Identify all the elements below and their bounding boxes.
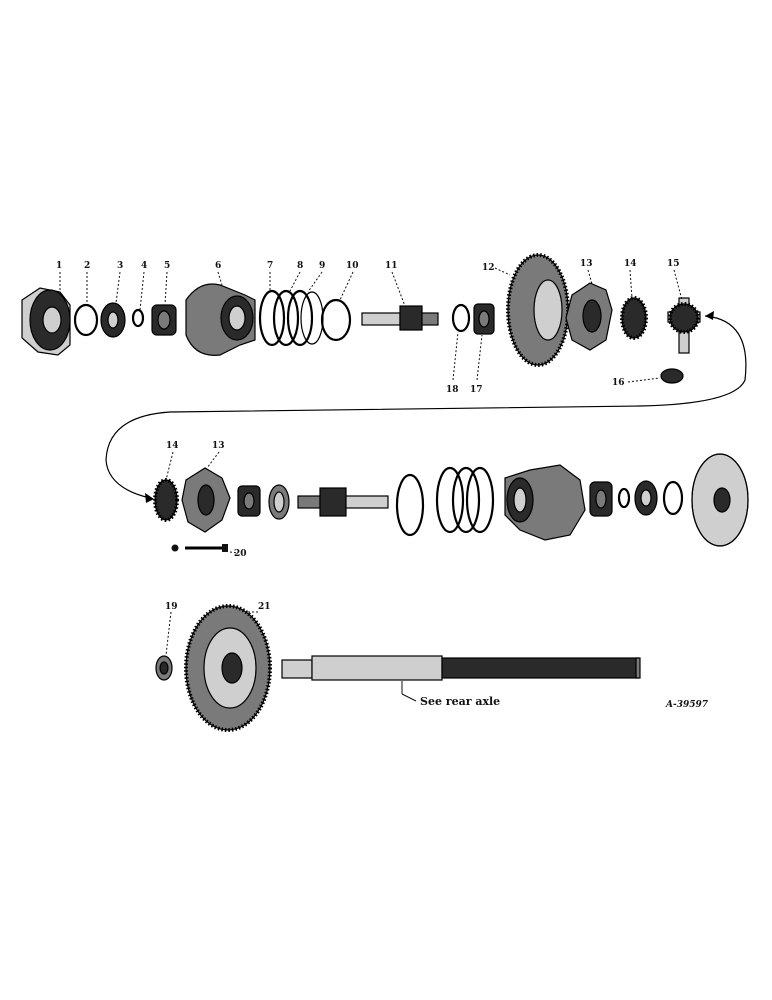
part-14-side-gear-bottom <box>153 478 179 522</box>
part-16-pinion <box>660 368 684 384</box>
part-13-case-bottom <box>181 467 231 533</box>
seal <box>634 480 658 516</box>
callout-5: 5 <box>164 261 170 271</box>
connector-curve <box>105 315 747 499</box>
snap-ring <box>662 480 684 516</box>
part-14-side-gear-top <box>620 296 648 340</box>
callout-21: 21 <box>258 602 271 612</box>
part-13-case-top <box>565 282 613 351</box>
callout-2: 2 <box>84 261 90 271</box>
part-20-bolt <box>171 544 228 552</box>
drawing-number: A-39597 <box>665 700 709 710</box>
bearing <box>589 481 613 517</box>
see-rear-axle-note: See rear axle <box>420 695 500 708</box>
callout-1: 1 <box>56 261 62 271</box>
callout-18: 18 <box>446 385 459 395</box>
part-5-bearing <box>151 304 177 336</box>
part-6-housing <box>185 283 256 356</box>
part-17-cone <box>473 303 495 335</box>
bearing-cup <box>268 484 290 520</box>
part-15-spider <box>667 297 701 354</box>
pinion-shaft <box>297 487 389 517</box>
callout-8: 8 <box>297 261 303 271</box>
callout-13-top: 13 <box>580 259 593 269</box>
connector-arrowhead-top <box>705 311 714 320</box>
flange-cover <box>691 453 749 547</box>
part-4-clip <box>131 308 145 328</box>
parts-7-8-9-shims <box>258 289 324 347</box>
callout-12: 12 <box>482 263 495 273</box>
callout-14-bottom: 14 <box>166 441 179 451</box>
part-11-pinion-shaft <box>361 305 439 331</box>
leader-lines <box>59 267 683 702</box>
callout-20: 20 <box>234 549 247 559</box>
callout-7: 7 <box>267 261 273 271</box>
bearing-cone <box>237 485 261 517</box>
housing <box>504 464 586 541</box>
clip <box>617 487 631 509</box>
shim-rings <box>435 466 495 534</box>
callout-13-bottom: 13 <box>212 441 225 451</box>
part-21-bull-gear <box>184 604 272 732</box>
callout-15: 15 <box>667 259 680 269</box>
callout-16: 16 <box>612 378 625 388</box>
part-18-cup <box>451 303 471 333</box>
callout-17: 17 <box>470 385 483 395</box>
callout-19: 19 <box>165 602 178 612</box>
o-ring <box>395 473 425 537</box>
part-1-flange-cover <box>21 287 71 356</box>
part-19-nut <box>155 655 173 681</box>
callout-9: 9 <box>319 261 325 271</box>
part-10-ring <box>320 298 352 342</box>
callout-3: 3 <box>117 261 123 271</box>
callout-4: 4 <box>141 261 147 271</box>
callout-14-top: 14 <box>624 259 637 269</box>
callout-10: 10 <box>346 261 359 271</box>
part-2-ring <box>73 303 99 337</box>
rear-axle-shaft <box>281 655 641 681</box>
connector-arrowhead-bottom <box>145 493 154 503</box>
part-12-ring-gear <box>506 253 570 367</box>
callout-6: 6 <box>215 261 221 271</box>
callout-11: 11 <box>385 261 398 271</box>
part-3-seal <box>100 302 126 338</box>
